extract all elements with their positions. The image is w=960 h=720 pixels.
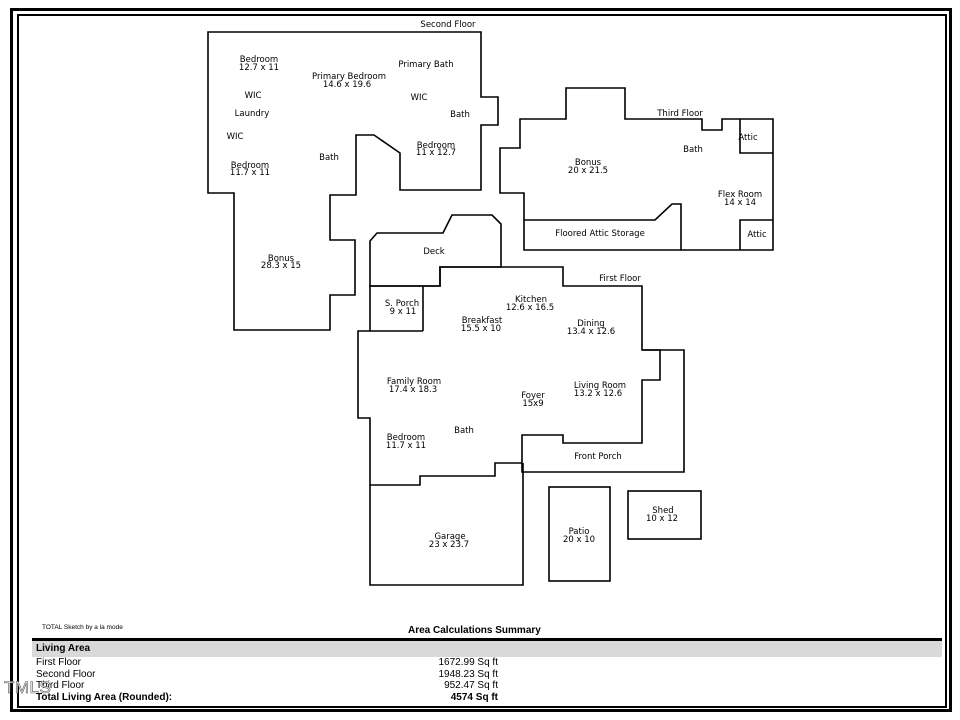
summary-row-value: 1672.99 Sq ft <box>438 657 499 668</box>
outer-frame <box>10 8 952 712</box>
room-dim: 14 x 14 <box>724 198 756 208</box>
summary-row: First Floor 1672.99 Sq ft <box>32 657 942 669</box>
front-porch-outline <box>521 349 685 473</box>
room-name: WIC <box>245 91 262 101</box>
summary-row-label: Second Floor <box>36 668 96 680</box>
room-name: Shed <box>652 506 673 516</box>
first-floor-outline <box>357 266 661 486</box>
room-name: Primary Bath <box>398 60 453 70</box>
room-dim: 13.2 x 12.6 <box>574 389 622 399</box>
room-dim: 15x9 <box>522 399 543 409</box>
summary-row-label: Third Floor <box>36 680 85 691</box>
room-name: Bedroom <box>240 55 278 65</box>
room-dim: 12.6 x 16.5 <box>506 303 554 313</box>
room-name: Breakfast <box>462 316 503 326</box>
room-dim: 9 x 11 <box>390 307 417 317</box>
patio-outline <box>548 486 611 582</box>
room-name: Bedroom <box>231 161 269 171</box>
room-name: Bath <box>450 110 470 120</box>
summary-total-label: Total Living Area (Rounded): <box>36 691 173 703</box>
room-name: S. Porch <box>385 299 419 309</box>
summary-row: Second Floor 1948.23 Sq ft <box>32 669 942 681</box>
room-name: WIC <box>411 93 428 103</box>
room-name: Bath <box>454 426 474 436</box>
room-name: Foyer <box>521 391 545 401</box>
third-floor-attic-1-wall <box>739 119 773 154</box>
room-name: Bath <box>319 153 339 163</box>
inner-frame <box>17 14 947 708</box>
room-name: Attic <box>738 133 758 143</box>
room-name: WIC <box>227 132 244 142</box>
summary-total-value: 4574 Sq ft <box>450 691 498 703</box>
room-dim: 13.4 x 12.6 <box>567 327 615 337</box>
room-name: Bonus <box>268 254 295 264</box>
room-dim: 28.3 x 15 <box>261 261 301 271</box>
garage-outline <box>369 463 524 586</box>
third-floor-outline <box>499 87 774 251</box>
room-dim: 20 x 21.5 <box>568 166 608 176</box>
room-dim: 23 x 23.7 <box>429 540 469 550</box>
floor-label-first: First Floor <box>599 274 641 284</box>
room-name: Bedroom <box>387 433 425 443</box>
room-name: Bedroom <box>417 141 455 151</box>
watermark: TMLS <box>4 678 52 698</box>
room-name: Kitchen <box>515 295 547 305</box>
summary-row-label: First Floor <box>36 657 81 668</box>
room-dim: 10 x 12 <box>646 514 678 524</box>
room-name: Attic <box>747 230 767 240</box>
room-dim: 20 x 10 <box>563 535 595 545</box>
shed-outline <box>627 490 702 540</box>
room-name: Primary Bedroom <box>312 72 386 82</box>
room-name: Bath <box>683 145 703 155</box>
room-name: Patio <box>569 527 590 537</box>
sketch-credit: TOTAL Sketch by a la mode <box>42 624 123 631</box>
third-floor-attic-2-wall <box>739 219 773 250</box>
room-name: Garage <box>434 532 465 542</box>
room-name: Deck <box>423 247 444 257</box>
floor-label-second: Second Floor <box>420 20 476 30</box>
room-dim: 11 x 12.7 <box>416 148 456 158</box>
summary-header: Living Area <box>32 641 942 657</box>
room-name: Laundry <box>235 109 270 119</box>
room-name: Dining <box>577 319 604 329</box>
room-name: Family Room <box>387 377 441 387</box>
second-floor-outline <box>207 31 499 331</box>
summary-row-value: 1948.23 Sq ft <box>438 668 499 680</box>
floor-label-third: Third Floor <box>656 109 703 119</box>
room-name: Living Room <box>574 381 626 391</box>
room-dim: 15.5 x 10 <box>461 324 501 334</box>
summary-row-value: 952.47 Sq ft <box>444 680 498 691</box>
summary-row: Third Floor 952.47 Sq ft <box>32 680 942 692</box>
room-dim: 11.7 x 11 <box>386 441 426 451</box>
room-name: Floored Attic Storage <box>555 229 645 239</box>
room-dim: 14.6 x 19.6 <box>323 80 371 90</box>
room-name: Front Porch <box>574 452 622 462</box>
room-dim: 17.4 x 18.3 <box>389 385 437 395</box>
area-summary-table: Living Area First Floor 1672.99 Sq ft Se… <box>32 638 942 708</box>
room-name: Flex Room <box>718 190 762 200</box>
summary-total-row: Total Living Area (Rounded): 4574 Sq ft <box>32 692 942 704</box>
room-dim: 11.7 x 11 <box>230 168 270 178</box>
floored-attic-wall <box>523 220 681 251</box>
summary-title: Area Calculations Summary <box>408 625 541 636</box>
room-dim: 12.7 x 11 <box>239 63 279 73</box>
room-name: Bonus <box>575 158 602 168</box>
